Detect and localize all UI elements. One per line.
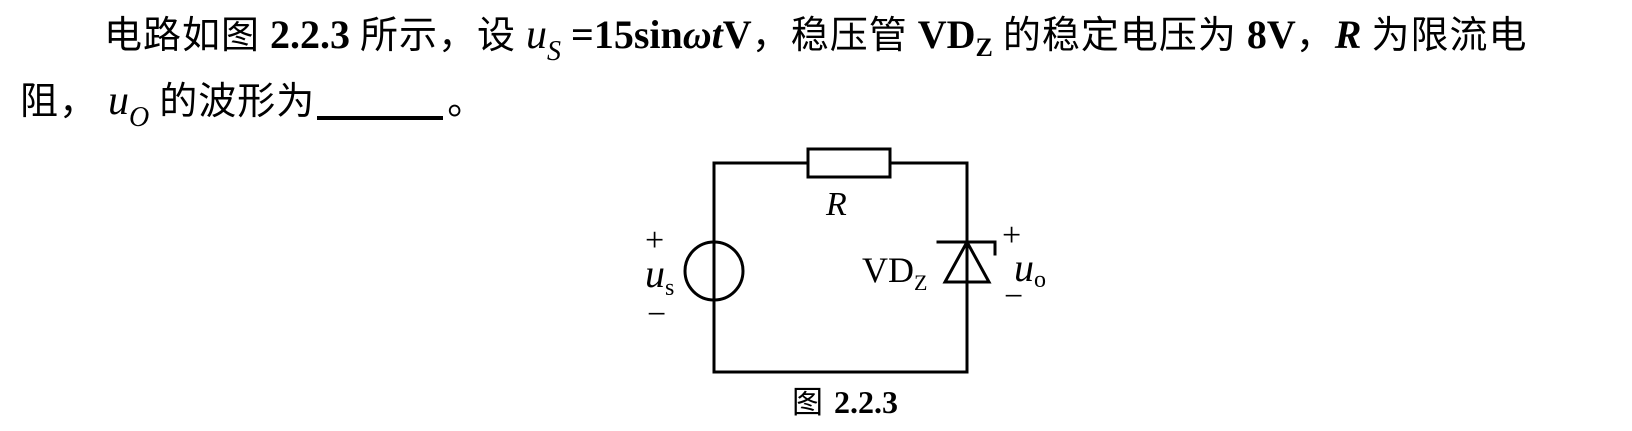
- zener-name-sub: Z: [975, 33, 993, 62]
- resistor-desc: 为限流电: [1371, 13, 1528, 57]
- zener-label-main: VD: [862, 250, 914, 290]
- source-unit: V: [722, 12, 752, 57]
- source-label: us: [645, 251, 674, 301]
- answer-blank[interactable]: [317, 116, 444, 120]
- caption-prefix: 图: [792, 385, 824, 421]
- zener-intro-text: ，稳压管: [751, 13, 908, 57]
- figure-reference: 2.2.3: [270, 12, 351, 57]
- output-minus-sign: −: [1004, 278, 1024, 315]
- source-minus-sign: −: [647, 296, 667, 333]
- source-voltage-var: u: [526, 12, 548, 58]
- source-plus-sign: +: [645, 222, 665, 259]
- output-label-sub: o: [1034, 267, 1046, 293]
- source-voltage-sub: S: [547, 36, 562, 67]
- source-expression: =15sin: [571, 12, 683, 57]
- shown-text: 所示，设: [360, 13, 517, 57]
- source-label-sub: s: [665, 275, 675, 301]
- zener-label: VDZ: [862, 250, 927, 294]
- intro-text: 电路如图: [104, 13, 261, 57]
- zener-name: VD: [917, 12, 976, 57]
- period: 。: [447, 79, 487, 123]
- output-voltage-sub: O: [129, 102, 150, 133]
- zener-label-sub: Z: [914, 270, 928, 295]
- resistor-var: R: [1334, 12, 1362, 57]
- source-label-var: u: [645, 251, 665, 296]
- resistor-symbol: [806, 147, 892, 179]
- voltage-source-symbol: [683, 240, 745, 302]
- output-plus-sign: +: [1002, 217, 1022, 254]
- omega-t: ωt: [682, 12, 723, 57]
- stable-voltage-value: 8V: [1246, 12, 1296, 57]
- figure-caption: 图 2.2.3: [792, 386, 898, 419]
- comma: ，: [1295, 13, 1335, 57]
- line2-start: 阻，: [20, 79, 99, 123]
- output-label-var: u: [1014, 245, 1034, 290]
- waveform-text: 的波形为: [159, 79, 316, 123]
- output-label: uo: [1014, 245, 1046, 293]
- output-voltage-var: u: [108, 78, 130, 124]
- stable-voltage-text: 的稳定电压为: [1002, 13, 1237, 57]
- resistor-label: R: [826, 186, 847, 223]
- problem-line-2: 阻，uO 的波形为 。: [20, 78, 487, 132]
- caption-number: 2.2.3: [834, 384, 898, 420]
- zener-cathode-bar: [936, 240, 997, 256]
